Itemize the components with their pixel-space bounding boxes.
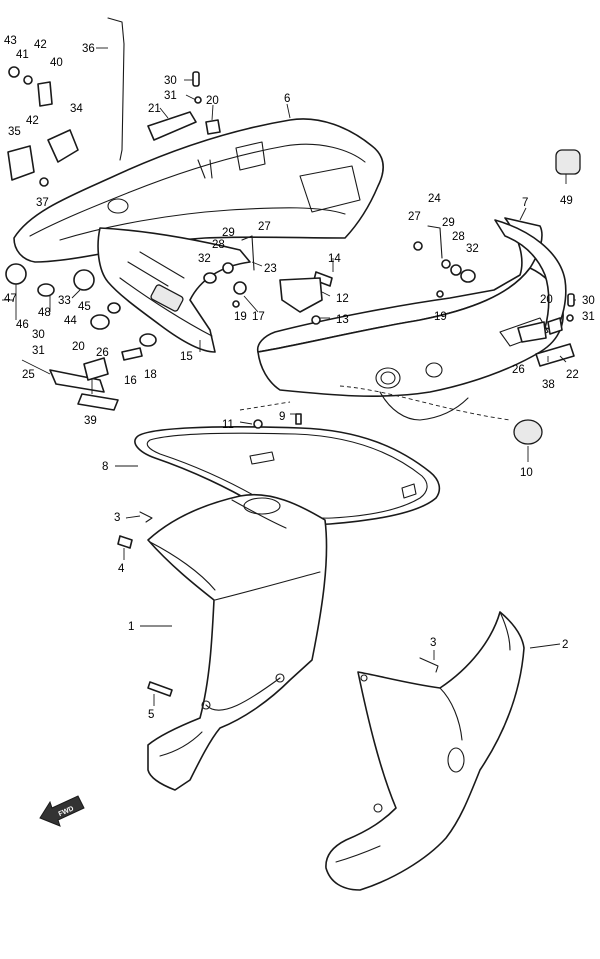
callout-5: 5 [148,709,154,721]
callout-29-right: 29 [442,217,455,229]
callout-28-right: 28 [452,231,465,243]
callout-48: 48 [38,307,51,319]
callout-20-top: 20 [206,95,219,107]
callout-44: 44 [64,315,77,327]
callout-18: 18 [144,369,157,381]
callout-31-right: 31 [582,311,595,323]
callout-7: 7 [522,197,528,209]
callout-27-right: 27 [408,211,421,223]
callout-32-left: 32 [198,253,211,265]
callout-4: 4 [118,563,125,575]
callout-42-bottom: 42 [26,115,39,127]
callout-25: 25 [22,369,35,381]
callout-15: 15 [180,351,193,363]
part-6-upper-cowling [13,118,384,263]
callout-47: 47 [4,293,17,305]
callout-45: 45 [78,301,91,313]
callout-43: 43 [4,35,17,47]
callout-21: 21 [148,103,161,115]
callout-24: 24 [428,193,441,205]
callout-41: 41 [16,49,29,61]
callout-34: 34 [70,103,83,115]
callout-37: 37 [36,197,49,209]
fwd-arrow-icon [39,795,85,827]
part-2-lower-cover [325,611,525,891]
callout-12: 12 [336,293,349,305]
callout-35: 35 [8,126,21,138]
callout-30-left: 30 [32,329,45,341]
callout-38: 38 [542,379,555,391]
callout-8: 8 [102,461,108,473]
callout-10: 10 [520,467,533,479]
callout-26-right: 26 [512,364,525,376]
part-8-seal-gasket [134,426,441,526]
callout-26-left: 26 [96,347,109,359]
callout-49: 49 [560,195,573,207]
part-15-support-bracket [97,227,251,353]
callout-31-top: 31 [164,90,177,102]
part-7-side-cowling [256,217,567,421]
part-36-rod [107,17,125,161]
callout-42-top: 42 [34,39,47,51]
callout-17: 17 [252,311,265,323]
leader-lines [2,47,576,706]
callout-29-left: 29 [222,227,235,239]
callout-11: 11 [222,419,234,431]
callout-9: 9 [279,411,285,423]
callout-19-left: 19 [234,311,247,323]
callouts: 43 42 41 40 42 34 35 37 36 30 31 21 20 6… [4,35,595,721]
callout-28-left: 28 [212,239,225,251]
callout-31-left: 31 [32,345,45,357]
callout-27-left: 27 [258,221,271,233]
callout-14: 14 [328,253,341,265]
callout-1: 1 [128,621,134,633]
callout-16: 16 [124,375,137,387]
callout-20-left: 20 [72,341,85,353]
callout-19-right: 19 [434,311,447,323]
small-hardware [5,17,581,697]
callout-30-right: 30 [582,295,595,307]
callout-2: 2 [562,639,568,651]
callout-36: 36 [82,43,95,55]
callout-6: 6 [284,93,290,105]
callout-30-top: 30 [164,75,177,87]
callout-13: 13 [336,314,349,326]
callout-33: 33 [58,295,71,307]
part-1-lower-cover [147,493,328,791]
callout-20-right: 20 [540,294,553,306]
callout-46: 46 [16,319,29,331]
callout-32-right: 32 [466,243,479,255]
callout-40: 40 [50,57,63,69]
callout-22: 22 [566,369,579,381]
callout-3-left: 3 [114,512,120,524]
fwd-direction-badge: FWD [39,795,85,827]
callout-39: 39 [84,415,97,427]
callout-23: 23 [264,263,277,275]
callout-3-right: 3 [430,637,436,649]
